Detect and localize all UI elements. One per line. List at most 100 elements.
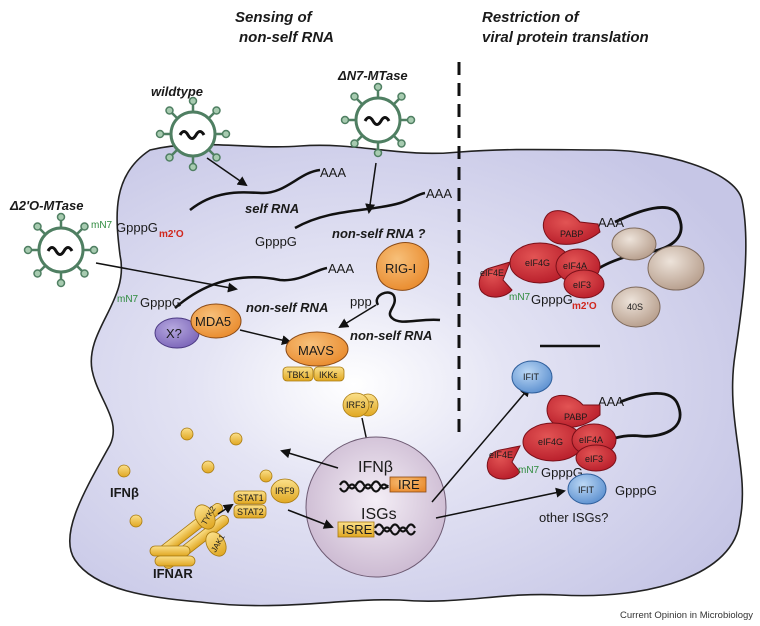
isre-box	[337, 521, 375, 538]
ifit-bound-gpppg: GpppG	[615, 483, 657, 498]
other-isgs-label: other ISGs?	[539, 510, 608, 525]
ifnar-label: IFNAR	[153, 566, 193, 581]
bottom-cap-gpppg: GpppG	[541, 465, 583, 480]
arrow-isgs-ifit	[431, 386, 531, 503]
pabp-top	[542, 210, 601, 245]
nonself-cap-mn7: mN7	[117, 294, 139, 305]
nonself-cap-gpppg: GpppG	[140, 295, 182, 310]
bottom-cap-mn7: mN7	[518, 465, 540, 476]
40s-small	[611, 227, 657, 261]
mrna-loop-bottom	[593, 392, 682, 450]
40s-subunit	[611, 286, 661, 328]
ifit-free	[511, 360, 553, 394]
bottom-aaa: AAA	[598, 394, 624, 409]
heading-sensing-2: non-self RNA	[239, 29, 334, 46]
rigi-rna-label: non-self RNA	[350, 328, 432, 343]
ifit-bound-label: IFIT	[578, 485, 594, 495]
arrow-stats-isre	[287, 509, 334, 529]
rigi-ppp: ppp	[350, 294, 372, 309]
pabp-bottom-label: PABP	[564, 412, 587, 422]
virus-wildtype-icon	[155, 96, 231, 172]
jak1-protein	[205, 531, 227, 557]
tbk1-box	[282, 366, 314, 382]
40s-label: 40S	[627, 302, 643, 312]
isgs-gene-dna	[374, 523, 416, 536]
mavs-label: MAVS	[298, 343, 334, 358]
irf3-label: IRF3	[346, 400, 366, 410]
label-dn7: ΔN7-MTase	[337, 68, 408, 83]
ifnb-particles	[117, 427, 273, 528]
mrna-loop-top	[589, 206, 683, 277]
self-rna-aaa: AAA	[320, 165, 346, 180]
self-cap-mn7: mN7	[91, 220, 113, 231]
eif3-top	[563, 269, 605, 299]
eif4a-top-label: eIF4A	[563, 261, 587, 271]
ikke-label: IKKε	[319, 370, 338, 380]
tbk1-label: TBK1	[287, 370, 310, 380]
nucleus	[305, 436, 447, 578]
credit-text: Current Opinion in Microbiology	[620, 610, 753, 621]
arrow-wildtype	[206, 157, 248, 187]
nonself-mda5-label: non-self RNA	[246, 300, 328, 315]
stat2-box	[233, 504, 267, 519]
eif3-bottom-label: eIF3	[585, 454, 603, 464]
heading-restriction: Restriction of	[482, 9, 581, 26]
pabp-bottom	[546, 394, 601, 428]
ifit-free-label: IFIT	[523, 372, 539, 382]
self-cap-gpppg: GpppG	[116, 220, 158, 235]
self-rna-strand	[189, 168, 321, 211]
stat2-label: STAT2	[237, 507, 264, 517]
nucleus-isgs-label: ISGs	[361, 506, 397, 523]
eif4g-bottom-label: eIF4G	[538, 437, 563, 447]
eif4e-top-label: eIF4E	[480, 268, 504, 278]
irf3-protein	[342, 392, 370, 418]
mda5-label: MDA5	[195, 314, 231, 329]
arrow-mda5-mavs	[239, 329, 292, 345]
nonself-dn7-label: non-self RNA ?	[332, 226, 425, 241]
ifit-bound	[567, 473, 607, 505]
irf9-label: IRF9	[275, 486, 295, 496]
virus-d2o-icon	[23, 212, 99, 288]
nonself-dn7-aaa: AAA	[426, 186, 452, 201]
nonself-rna-dn7-strand	[294, 191, 426, 230]
arrow-dn7	[365, 162, 377, 214]
virus-dn7-icon	[340, 82, 416, 158]
label-wildtype: wildtype	[151, 84, 203, 99]
top-cap-mn7: mN7	[509, 292, 531, 303]
rigi-rna-strand	[375, 291, 441, 323]
tyk2-protein	[194, 504, 216, 530]
x-label: X?	[166, 326, 182, 341]
ire-label: IRE	[398, 477, 420, 492]
arrow-rigi-mavs	[338, 304, 377, 329]
eif4a-bottom-label: eIF4A	[579, 435, 603, 445]
ire-box	[389, 476, 427, 493]
arrow-isgs-other	[435, 487, 566, 519]
rigi-label: RIG-I	[385, 261, 416, 276]
eif3-bottom	[575, 444, 617, 472]
self-rna-label: self RNA	[245, 201, 299, 216]
stat1-box	[233, 490, 267, 505]
mavs-protein	[285, 331, 349, 367]
eif3-top-label: eIF3	[573, 280, 591, 290]
self-cap-m2o: m2'O	[159, 229, 184, 240]
top-aaa: AAA	[598, 215, 624, 230]
arrow-receptor-stats	[217, 503, 234, 515]
isre-label: ISRE	[342, 522, 373, 537]
arrow-ifnb-secretion	[280, 448, 339, 469]
eif4e-bottom	[486, 445, 521, 480]
heading-restriction-2: viral protein translation	[482, 29, 649, 46]
40s-large	[647, 245, 705, 291]
label-d2o: Δ2'O-MTase	[9, 198, 83, 213]
nonself-rna-mda5-strand	[174, 266, 328, 309]
ifnb-outside-label: IFNβ	[110, 485, 139, 500]
pabp-top-label: PABP	[560, 229, 583, 239]
nonself-mda5-aaa: AAA	[328, 261, 354, 276]
rigi-protein	[376, 242, 430, 291]
nonself-dn7-gpppg: GpppG	[255, 234, 297, 249]
eif4e-top	[478, 261, 513, 298]
ifnb-gene-dna	[339, 480, 389, 493]
top-cap-m2o: m2'O	[572, 301, 597, 312]
heading-sensing: Sensing of	[235, 9, 314, 26]
stat1-label: STAT1	[237, 493, 264, 503]
